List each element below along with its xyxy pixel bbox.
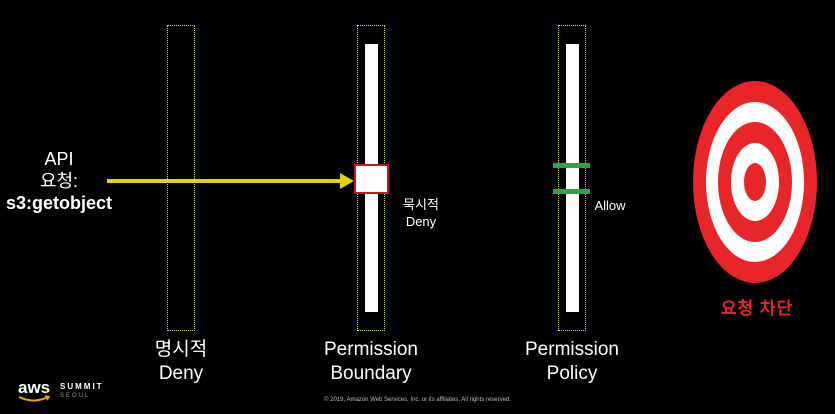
permission-policy-label-line2: Policy: [546, 363, 598, 384]
explicit-deny-label-line2: Deny: [158, 363, 204, 384]
permission-policy-label: Permission Policy: [512, 338, 632, 386]
permission-policy-bar: [566, 44, 579, 312]
request-arrow-head: [340, 173, 354, 189]
api-command: s3:getobject: [5, 193, 113, 213]
copyright-notice: © 2019, Amazon Web Services, Inc. or its…: [324, 397, 511, 403]
permission-boundary-label-line1: Permission: [324, 339, 418, 360]
summit-text: SUMMIT: [60, 382, 104, 391]
explicit-deny-label: 명시적 Deny: [131, 338, 231, 386]
implicit-deny-box: [354, 164, 389, 194]
permission-policy-frame: [558, 25, 586, 331]
aws-brand-text: aws: [18, 378, 51, 397]
permission-boundary-label-line2: Boundary: [330, 363, 412, 384]
request-arrow-line: [107, 179, 343, 183]
seoul-text: SEOUL: [60, 393, 91, 399]
explicit-deny-label-line1: 명시적: [154, 339, 208, 360]
explicit-deny-frame: [167, 25, 195, 331]
implicit-deny-annotation: 묵시적 Deny: [395, 196, 447, 230]
implicit-deny-line2: Deny: [405, 214, 437, 229]
api-request-label: API 요청: s3:getobject: [0, 148, 118, 214]
allow-annotation: Allow: [594, 198, 626, 213]
permission-policy-label-line1: Permission: [525, 339, 619, 360]
api-request-line1: API: [44, 149, 74, 169]
implicit-deny-line1: 묵시적: [403, 197, 439, 212]
allow-marker-bottom: [553, 189, 590, 194]
request-blocked-label: 요청 차단: [720, 299, 794, 318]
allow-marker-top: [553, 163, 590, 168]
aws-smile-icon: [18, 395, 51, 402]
api-request-line2: 요청:: [39, 171, 79, 191]
aws-logo: aws: [18, 378, 51, 402]
target-icon: [693, 81, 817, 283]
permission-boundary-label: Permission Boundary: [311, 338, 431, 386]
